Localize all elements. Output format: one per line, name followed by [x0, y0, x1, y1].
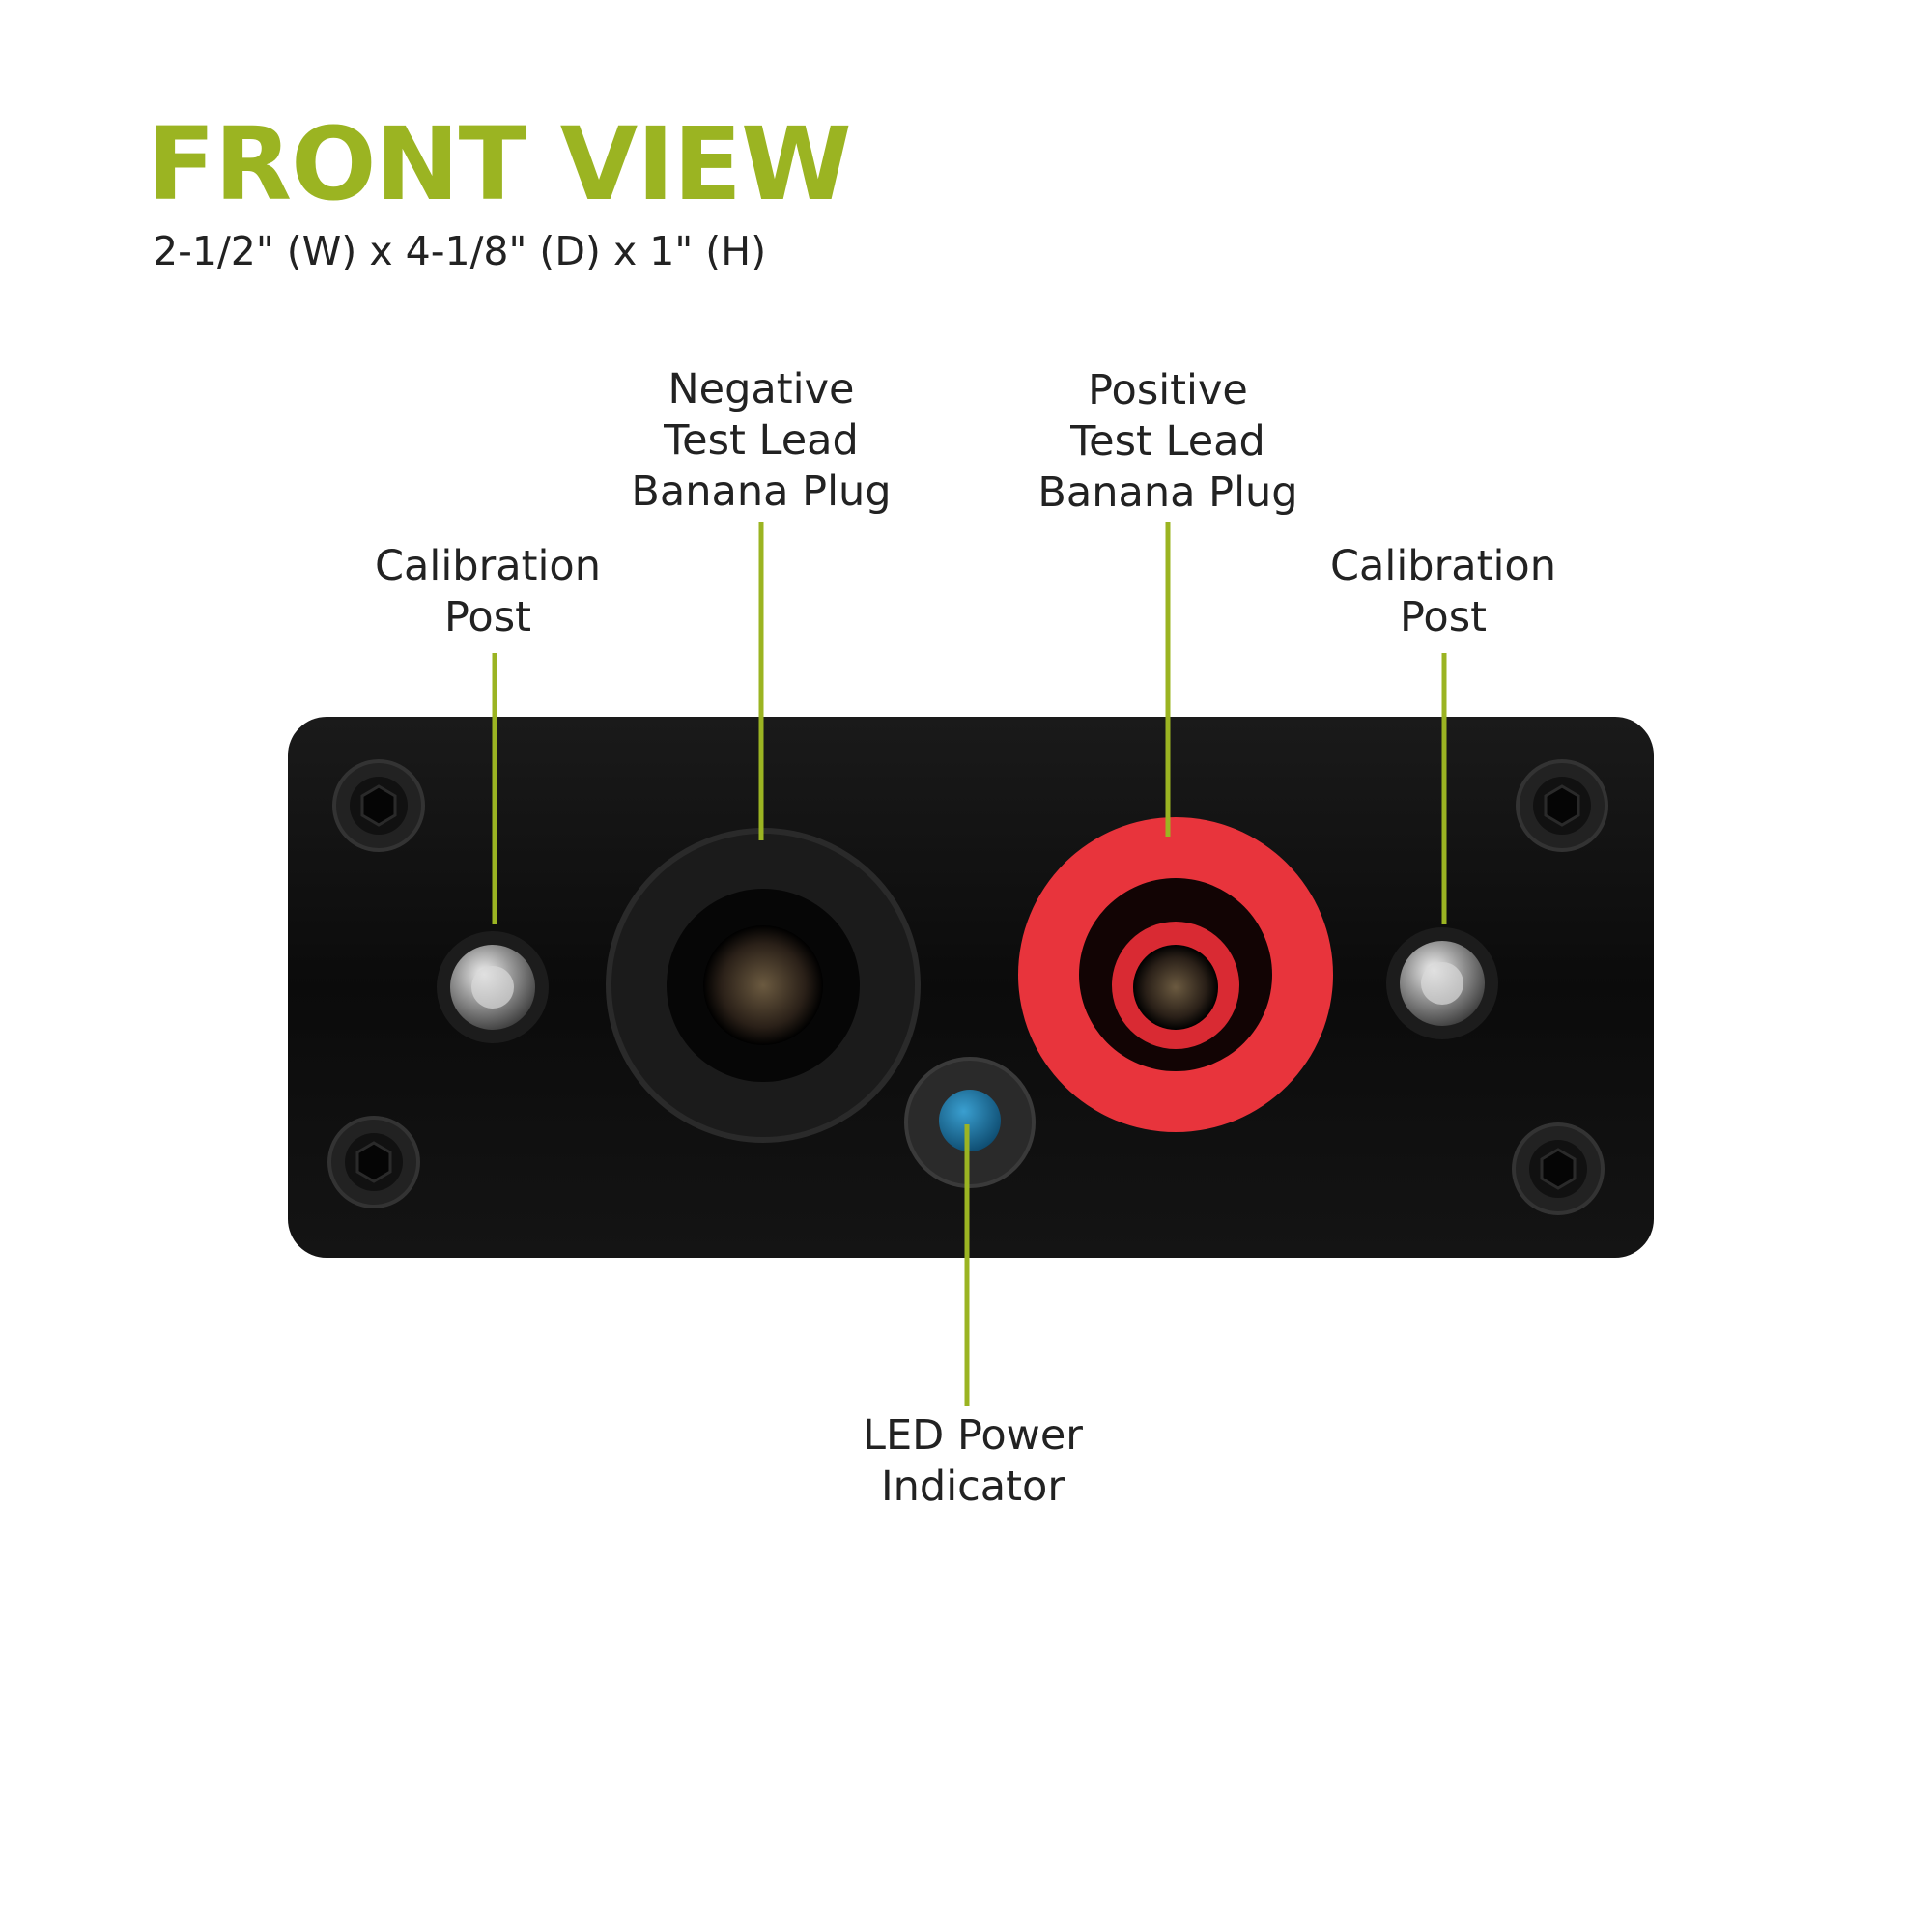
negative-banana-jack [606, 828, 921, 1143]
left-calibration-post [437, 931, 549, 1043]
screw-icon [327, 1116, 420, 1208]
leader-lines [492, 522, 1447, 1406]
dimensions-text: 2-1/2" (W) x 4-1/8" (D) x 1" (H) [153, 228, 767, 274]
front-panel [288, 717, 1654, 1258]
positive-banana-jack [1018, 817, 1333, 1132]
positive-jack-label: Positive Test Lead Banana Plug [1037, 366, 1298, 517]
screw-icon [332, 759, 425, 852]
screw-icon [1516, 759, 1608, 852]
led-label: LED Power Indicator [863, 1411, 1083, 1511]
right-calibration-label: Calibration Post [1330, 542, 1556, 641]
screw-icon [1512, 1122, 1605, 1215]
left-calibration-label: Calibration Post [375, 542, 601, 641]
led-power-indicator [904, 1057, 1036, 1188]
negative-jack-label: Negative Test Lead Banana Plug [631, 365, 892, 516]
right-calibration-post [1386, 927, 1498, 1039]
page-title: FRONT VIEW [147, 105, 852, 223]
